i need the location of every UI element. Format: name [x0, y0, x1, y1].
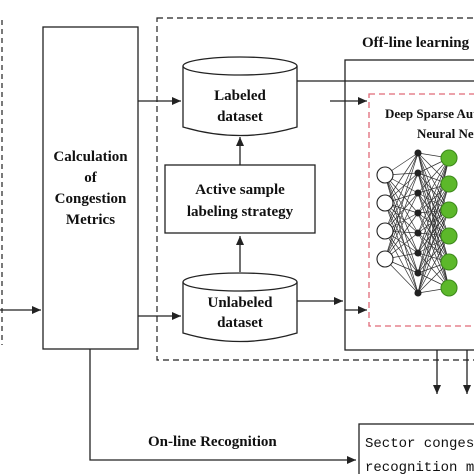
network-edge — [384, 152, 419, 204]
input-node — [376, 250, 394, 268]
network-edge — [417, 183, 450, 254]
unlabeled-line-1: Unlabeled — [207, 295, 273, 311]
hidden-node — [414, 149, 422, 157]
output-node — [440, 149, 458, 167]
network-edge — [417, 209, 450, 254]
active-sampling-box — [164, 164, 316, 234]
input-node — [376, 222, 394, 240]
output-node — [440, 201, 458, 219]
network-edge — [384, 172, 419, 232]
network-edge — [417, 183, 450, 234]
network-edge — [417, 172, 450, 263]
hidden-node — [414, 269, 422, 277]
hidden-node — [414, 209, 422, 217]
neural-net-line-2: Neural Network — [417, 126, 474, 141]
metrics-line-4: Metrics — [66, 212, 115, 228]
network-edge — [417, 183, 450, 274]
recognition-model-box — [358, 423, 474, 474]
metrics-line-1: Calculation — [53, 149, 128, 165]
network-edge — [417, 152, 450, 211]
labeled-line-2: dataset — [217, 109, 263, 125]
output-node — [440, 253, 458, 271]
network-edge — [417, 152, 450, 263]
hidden-node — [414, 289, 422, 297]
labeled-line-1: Labeled — [214, 88, 266, 104]
network-edge — [384, 192, 419, 260]
labeled-dataset-cylinder — [182, 56, 298, 137]
recognition-line-2: recognition model — [365, 460, 474, 474]
network-edge — [417, 152, 450, 237]
network-edge — [417, 235, 450, 294]
network-edge — [417, 157, 450, 214]
offline-container — [156, 17, 474, 361]
network-edge — [417, 183, 450, 294]
output-node — [440, 227, 458, 245]
hidden-node — [414, 249, 422, 257]
network-edge — [417, 209, 450, 294]
network-edge — [417, 192, 450, 289]
metrics-box — [42, 26, 139, 350]
network-edge — [384, 152, 419, 232]
hidden-node — [414, 229, 422, 237]
network-edge — [384, 152, 419, 260]
neural-net-line-1: Deep Sparse Autoencoder — [385, 106, 474, 121]
network-edge — [417, 157, 450, 254]
input-node — [376, 166, 394, 184]
active-line-2: labeling strategy — [187, 204, 294, 220]
network-edge — [384, 172, 419, 260]
recognition-line-1: Sector congestion — [365, 436, 474, 452]
network-edge — [384, 202, 419, 254]
active-line-1: Active sample — [195, 182, 285, 198]
hidden-node — [414, 189, 422, 197]
output-node — [440, 175, 458, 193]
hidden-node — [414, 169, 422, 177]
network-edge — [384, 212, 419, 260]
metrics-line-3: Congestion — [55, 191, 127, 207]
neural-network-graph — [376, 149, 458, 297]
online-label: On-line Recognition — [148, 434, 277, 450]
unlabeled-line-2: dataset — [217, 315, 263, 331]
input-node — [376, 194, 394, 212]
network-edge — [384, 174, 419, 234]
network-edge — [384, 174, 419, 254]
network-edge — [417, 157, 450, 234]
network-edge — [384, 230, 419, 274]
online-recognition-path — [89, 349, 356, 464]
network-edge — [384, 202, 419, 274]
network-edge — [417, 209, 450, 274]
network-edge — [417, 172, 450, 289]
offline-label: Off-line learning — [362, 35, 470, 51]
output-node — [440, 279, 458, 297]
network-edge — [417, 157, 450, 274]
network-edge — [384, 174, 419, 274]
unlabeled-dataset-cylinder — [182, 272, 298, 343]
neural-net-red-frame — [368, 93, 474, 327]
metrics-line-2: of — [84, 170, 98, 186]
